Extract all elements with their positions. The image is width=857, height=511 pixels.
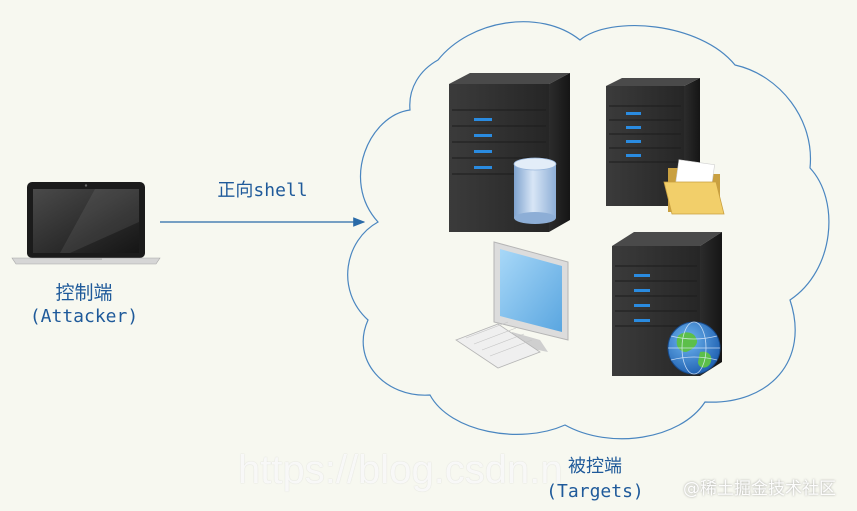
folder-icon: [663, 159, 725, 215]
attacker-label: 控制端: [55, 282, 113, 304]
connection-label: 正向shell: [217, 180, 308, 201]
network-cloud: [347, 21, 830, 440]
watermark-url: https://blog.csdn.n: [238, 448, 563, 492]
attacker-sublabel: (Attacker): [29, 306, 139, 327]
server-globe-icon: [612, 232, 722, 376]
globe-icon: [667, 321, 721, 375]
laptop-icon: [11, 182, 161, 265]
server-database-icon: [449, 73, 570, 232]
targets-label: 被控端: [568, 456, 622, 477]
server-folder-icon: [606, 78, 725, 215]
watermark-site: @稀土掘金技术社区: [683, 479, 836, 499]
database-icon: [513, 157, 557, 224]
targets-sublabel: (Targets): [546, 481, 644, 502]
desktop-computer-icon: [455, 241, 569, 369]
